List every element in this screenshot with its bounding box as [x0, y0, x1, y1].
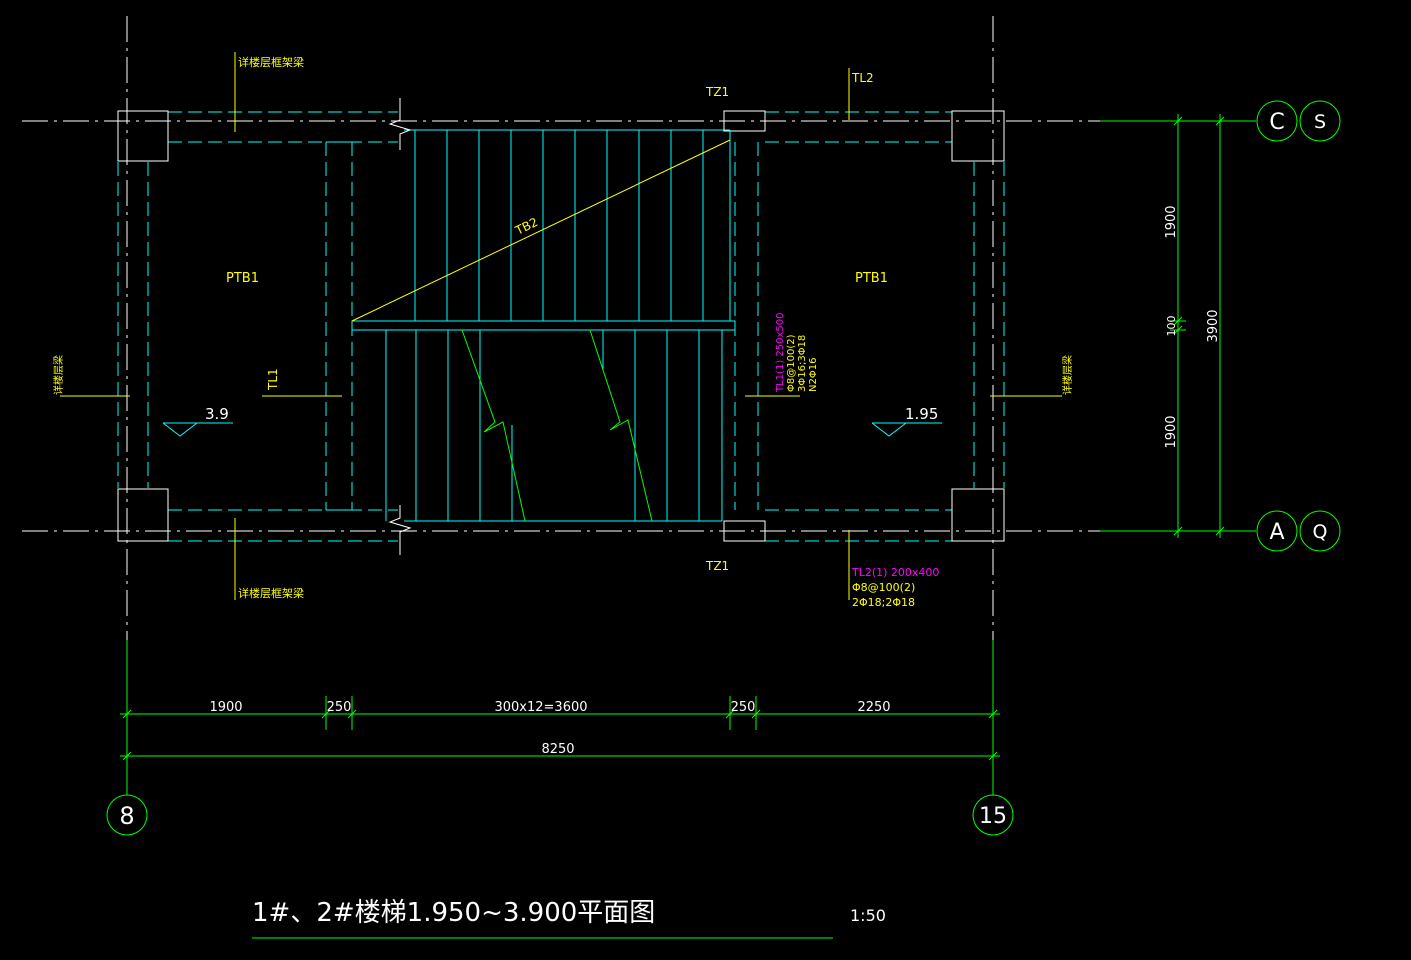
middle-landing-beam	[351, 320, 736, 331]
dim-v-1900-bottom: 1900	[1164, 415, 1179, 448]
axis-bubble-s	[1299, 100, 1341, 142]
tl2-note-line-2: Φ8@100(2)	[852, 581, 915, 594]
axis-bubble-q	[1299, 510, 1341, 552]
label-frame-beam-top: 详楼层框架梁	[238, 55, 304, 69]
column-bottom-left	[117, 488, 169, 542]
tl1-note-line-2: Φ8@100(2)	[786, 334, 797, 392]
label-frame-beam-bottom: 详楼层框架梁	[238, 586, 304, 600]
tl1-rebar-note: TL1(1) 250x500 Φ8@100(2) 3Φ16;3Φ18 N2Φ16	[775, 313, 819, 393]
tb2-slab-line	[351, 139, 731, 322]
axis-lines	[22, 16, 1100, 640]
elevation-right: 1.95	[905, 405, 938, 423]
axis-bubble-a	[1256, 510, 1298, 552]
axis-bubble-8	[106, 794, 148, 836]
column-top-left	[117, 110, 169, 162]
dim-v-1900-top: 1900	[1164, 205, 1179, 238]
dim-250-b: 250	[731, 700, 756, 715]
tl2-rebar-note: TL2(1) 200x400 Φ8@100(2) 2Φ18;2Φ18	[851, 566, 939, 609]
columns	[117, 110, 1005, 542]
dimension-lines	[120, 114, 1230, 762]
drawing-title: 1#、2#楼梯1.950~3.900平面图	[252, 898, 655, 928]
drawing-scale: 1:50	[850, 906, 886, 925]
leader-lines	[60, 52, 1062, 600]
dim-v-100: 100	[1165, 316, 1178, 337]
axis-label-a: A	[1269, 520, 1284, 545]
break-lines	[388, 98, 412, 555]
dim-2250: 2250	[857, 700, 890, 715]
annotations: PTB1 PTB1 TB2 TL1 TL2 TZ1 TZ1 详楼层框架梁 详楼层…	[52, 55, 1074, 600]
label-tb2: TB2	[512, 215, 540, 238]
tl1-note-line-1: TL1(1) 250x500	[775, 313, 786, 393]
column-bottom-right	[951, 488, 1005, 542]
axis-bubbles	[106, 100, 1341, 836]
dim-1900: 1900	[209, 700, 242, 715]
label-tz1-top: TZ1	[705, 85, 729, 99]
column-tz1-top	[723, 110, 766, 132]
axis-bubble-c	[1256, 100, 1298, 142]
elevation-left: 3.9	[205, 405, 229, 423]
dim-250-a: 250	[327, 700, 352, 715]
column-top-right	[951, 110, 1005, 162]
lower-flight-treads	[385, 330, 723, 521]
elevation-symbols	[162, 422, 942, 437]
axis-bubble-15	[972, 794, 1014, 836]
dimension-texts: 1900 250 300x12=3600 250 2250 8250 1900 …	[209, 205, 1221, 757]
wall-outlines	[117, 111, 1005, 542]
label-ptb1-right: PTB1	[855, 271, 888, 286]
axis-label-8: 8	[119, 802, 134, 830]
label-tl2-top: TL2	[851, 71, 874, 85]
upper-flight-treads	[351, 130, 736, 331]
stair-cut-lines	[461, 329, 653, 522]
axis-extension-lines	[126, 120, 1256, 795]
column-tz1-bottom	[723, 520, 766, 542]
label-ptb1-left: PTB1	[226, 271, 259, 286]
label-floor-beam-left: 详楼层梁	[52, 355, 65, 395]
dim-v-3900: 3900	[1206, 309, 1221, 342]
tl2-note-line-1: TL2(1) 200x400	[851, 566, 939, 579]
tl1-note-line-3: 3Φ16;3Φ18	[797, 335, 808, 392]
label-floor-beam-right: 详楼层梁	[1061, 355, 1074, 395]
axis-label-q: Q	[1313, 521, 1328, 543]
dim-steps: 300x12=3600	[494, 700, 587, 715]
axis-bubble-labels: C S A Q 8 15	[119, 110, 1327, 830]
axis-label-15: 15	[979, 804, 1007, 829]
label-tl1: TL1	[266, 368, 280, 391]
axis-label-c: C	[1269, 110, 1284, 135]
beam-solid-edges	[326, 129, 730, 522]
dim-total-8250: 8250	[541, 742, 574, 757]
elevation-values: 3.9 1.95	[205, 405, 938, 423]
tl2-note-line-3: 2Φ18;2Φ18	[852, 596, 915, 609]
axis-label-s: S	[1314, 111, 1326, 133]
tl1-note-line-4: N2Φ16	[808, 358, 819, 392]
label-tz1-bottom: TZ1	[705, 559, 729, 573]
